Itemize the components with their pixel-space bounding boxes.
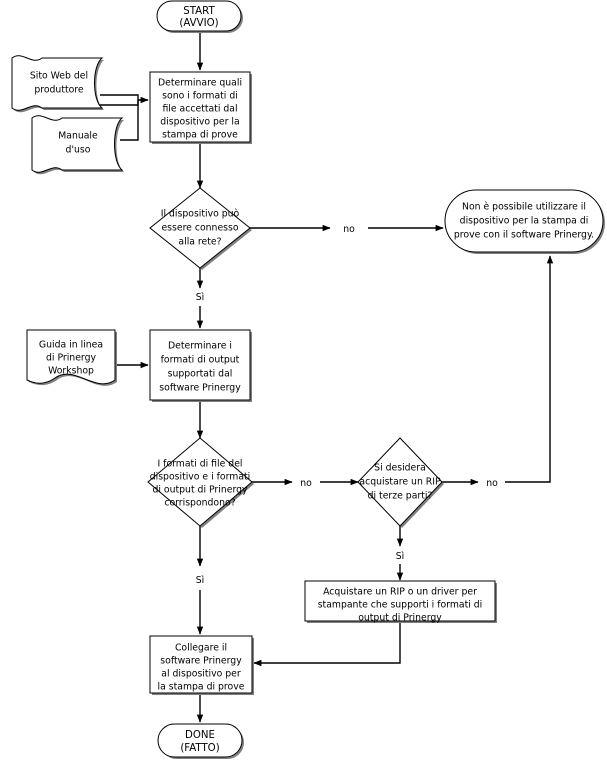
process-output-formats-line-2: formati di output <box>161 355 240 366</box>
doc-website-label-line-1: Sito Web del <box>30 71 88 82</box>
node-doc-website[interactable]: Sito Web del produttore <box>11 55 104 113</box>
process-output-formats-line-4: software Prinergy <box>159 383 241 394</box>
decision-formats-match-line-1: I formati di file del <box>157 459 242 470</box>
start-label-line-2: (AVVIO) <box>179 18 218 29</box>
edge-rip-no-b <box>505 255 554 483</box>
node-process-formats[interactable]: Determinare quali sono i formati di file… <box>149 71 252 144</box>
connectors <box>100 33 554 723</box>
process-formats-label-line-4: dispositivo per la <box>160 117 239 128</box>
node-decision-network[interactable]: Il dispositivo può essere connesso alla … <box>149 187 252 270</box>
edge-label-network-yes: Sì <box>196 292 204 303</box>
process-output-formats-shape <box>149 329 251 401</box>
node-process-connect[interactable]: Collegare il software Prinergy al dispos… <box>149 635 254 695</box>
terminator-not-possible-shape <box>444 189 604 253</box>
node-decision-buy-rip[interactable]: Si desidera acquistare un RIP di terze p… <box>357 437 444 528</box>
doc-manual-label-line-1: Manuale <box>58 131 98 142</box>
terminator-not-possible-line-1: Non è possibile utilizzare il <box>462 202 586 213</box>
decision-buy-rip-line-3: di terze parti? <box>368 491 433 502</box>
process-connect-line-3: al dispositivo per <box>161 669 241 680</box>
done-label-line-2: (FATTO) <box>180 743 219 754</box>
edge-label-match-yes: Sì <box>196 575 204 586</box>
edge-buyrip-to-connect <box>253 621 401 667</box>
node-done[interactable]: DONE (FATTO) <box>157 723 244 759</box>
start-label-line-1: START <box>183 6 215 17</box>
node-terminator-not-possible[interactable]: Non è possibile utilizzare il dispositiv… <box>444 189 605 254</box>
node-start[interactable]: START (AVVIO) <box>156 0 243 33</box>
edge-manual-riser <box>120 100 139 141</box>
doc-manual-shape <box>31 115 124 173</box>
decision-formats-match-line-3: di output di Prinergy <box>152 485 248 496</box>
decision-network-label-line-3: alla rete? <box>178 237 221 248</box>
start-shape <box>156 0 242 32</box>
decision-network-label-line-1: Il dispositivo può <box>161 209 240 220</box>
edge-label-rip-no: no <box>486 478 498 489</box>
edge-labels: no Sì no Sì no Sì <box>196 224 498 586</box>
process-connect-line-1: Collegare il <box>175 643 227 654</box>
process-output-formats-line-1: Determinare i <box>168 341 232 352</box>
doc-online-help-line-2: di Prinergy <box>46 353 96 364</box>
edge-label-rip-yes: Sì <box>396 551 404 562</box>
doc-online-help-shape <box>26 329 116 385</box>
node-doc-online-help[interactable]: Guida in linea di Prinergy Workshop <box>26 329 117 386</box>
terminator-not-possible-line-2: dispositivo per la stampa di <box>460 216 589 227</box>
done-label-line-1: DONE <box>185 730 215 741</box>
node-doc-manual[interactable]: Manuale d'uso <box>31 115 124 175</box>
node-process-output-formats[interactable]: Determinare i formati di output supporta… <box>149 329 252 402</box>
edge-docs-junction <box>100 94 139 106</box>
process-connect-shape <box>149 635 253 694</box>
process-buy-rip-shape <box>304 580 496 622</box>
process-buy-rip-line-3: output di Prinergy <box>358 613 442 624</box>
decision-formats-match-shape <box>147 437 253 527</box>
doc-online-help-line-3: Workshop <box>48 366 94 377</box>
process-buy-rip-line-2: stampante che supporti i formati di <box>318 600 483 611</box>
process-formats-label-line-3: file accettati dal <box>162 104 237 115</box>
process-formats-label-line-2: sono i formati di <box>162 91 238 102</box>
edge-label-match-no: no <box>300 478 312 489</box>
node-decision-formats-match[interactable]: I formati di file del dispositivo e i fo… <box>147 437 254 528</box>
doc-website-label-line-2: produttore <box>34 85 84 96</box>
process-formats-label-line-1: Determinare quali <box>158 78 242 89</box>
decision-network-label-line-2: essere connesso <box>161 223 238 234</box>
done-shape <box>157 723 243 758</box>
doc-website-shape <box>11 55 104 111</box>
decision-network-shape <box>149 187 251 269</box>
decision-buy-rip-line-1: Si desidera <box>374 463 426 474</box>
process-formats-label-line-5: stampa di prove <box>162 130 238 141</box>
process-connect-line-4: la stampa di prove <box>158 682 245 693</box>
process-connect-line-2: software Prinergy <box>160 656 242 667</box>
decision-formats-match-line-4: corrispondono? <box>164 498 235 509</box>
decision-buy-rip-shape <box>357 437 443 527</box>
process-output-formats-line-3: supportati dal <box>168 369 233 380</box>
doc-online-help-line-1: Guida in linea <box>39 340 103 351</box>
edge-label-network-no: no <box>343 224 355 235</box>
decision-formats-match-line-2: dispositivo e i formati <box>150 472 251 483</box>
terminator-not-possible-line-3: prove con il software Prinergy. <box>454 230 594 241</box>
process-formats-shape <box>149 71 251 143</box>
process-buy-rip-line-1: Acquistare un RIP o un driver per <box>323 587 477 598</box>
decision-buy-rip-line-2: acquistare un RIP <box>359 477 441 488</box>
node-process-buy-rip[interactable]: Acquistare un RIP o un driver per stampa… <box>304 580 497 624</box>
doc-manual-label-line-2: d'uso <box>66 145 91 156</box>
